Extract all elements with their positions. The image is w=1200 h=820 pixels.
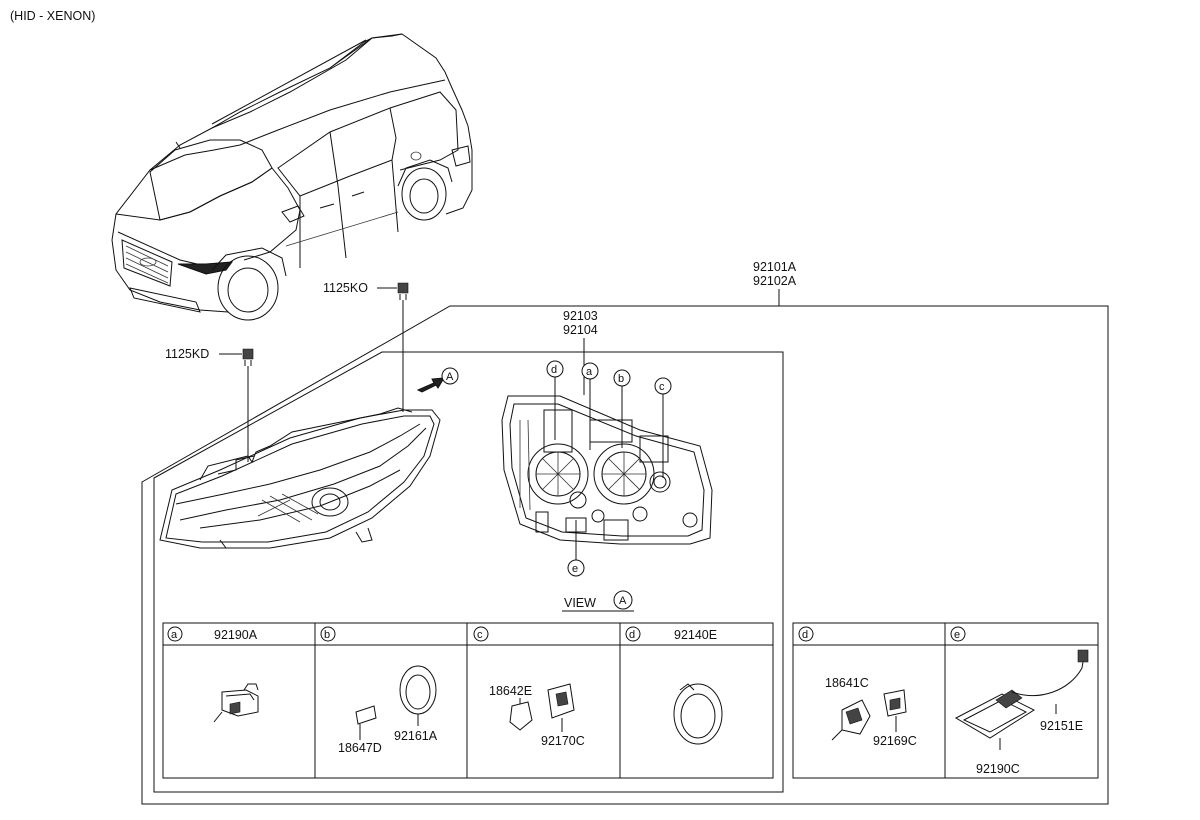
right-col-e-letter: e (954, 629, 960, 641)
headlamp-rear-view (501, 395, 713, 545)
part-92170C (547, 683, 575, 732)
part-18641C (831, 699, 871, 741)
part-label-92169C: 92169C (873, 734, 917, 748)
left-col-a-letter: a (171, 629, 178, 641)
callout-assembly-line1: 92101A (753, 260, 797, 274)
left-parts-table: a 92190A b 18647D 92161A c 18642E (162, 622, 774, 779)
left-col-a-title: 92190A (214, 628, 258, 642)
part-92169C (883, 689, 907, 732)
marker-a: a (586, 366, 593, 378)
view-caption: VIEW A (562, 590, 634, 612)
marker-c: c (659, 381, 665, 393)
part-label-92161A: 92161A (394, 729, 438, 743)
left-col-d-title: 92140E (674, 628, 717, 642)
marker-d: d (551, 364, 557, 376)
part-92190A (213, 683, 259, 723)
callout-assembly-line2: 92102A (753, 274, 797, 288)
bolt-upper-label: 1125KO (323, 281, 368, 295)
vehicle-illustration (111, 33, 473, 321)
left-col-b-letter: b (324, 629, 330, 641)
part-92161A (399, 665, 437, 726)
right-parts-table: d 18641C 92169C e 92151E 92190C (792, 622, 1099, 779)
part-label-18641C: 18641C (825, 676, 869, 690)
callout-housing-line2: 92104 (563, 323, 598, 337)
variant-label: (HID - XENON) (10, 9, 95, 23)
view-caption-label: VIEW (564, 596, 596, 610)
right-col-d-letter: d (802, 629, 808, 641)
left-col-c-letter: c (477, 629, 483, 641)
part-92140E (673, 683, 723, 745)
left-col-d-letter: d (629, 629, 635, 641)
part-92190C (954, 689, 1036, 750)
view-caption-marker: A (619, 595, 627, 607)
view-arrow-marker: A (446, 371, 454, 383)
marker-b: b (618, 373, 624, 385)
part-label-92190C: 92190C (976, 762, 1020, 776)
headlamp-assembly (159, 407, 441, 549)
bolt-upper: 1125KO (323, 281, 409, 412)
inner-housing-frame (153, 351, 784, 793)
bolt-lower-label: 1125KD (165, 347, 209, 361)
outer-assembly-frame (141, 305, 1109, 805)
part-18647D (355, 705, 377, 740)
part-label-92151E: 92151E (1040, 719, 1083, 733)
part-label-18647D: 18647D (338, 741, 382, 755)
part-label-18642E: 18642E (489, 684, 532, 698)
callout-housing-line1: 92103 (563, 309, 598, 323)
part-18642E (509, 698, 533, 731)
marker-e: e (572, 563, 578, 575)
callout-housing: 92103 92104 (563, 309, 598, 395)
view-arrow: A (416, 367, 459, 393)
part-92151E (1011, 649, 1089, 714)
callout-assembly: 92101A 92102A (753, 260, 797, 306)
part-label-92170C: 92170C (541, 734, 585, 748)
rear-view-markers: d a b c e (546, 360, 672, 577)
bolt-lower: 1125KD (165, 347, 254, 462)
